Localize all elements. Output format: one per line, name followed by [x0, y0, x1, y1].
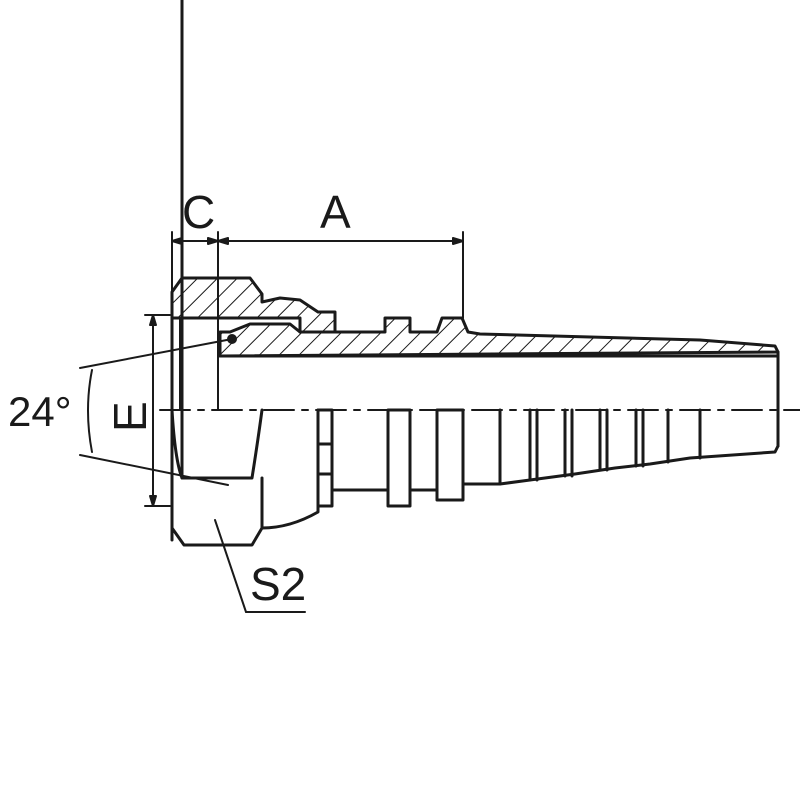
label-s2: S2 [250, 558, 306, 610]
bore-lines [179, 317, 219, 411]
label-a: A [320, 186, 351, 238]
label-angle: 24° [8, 388, 72, 435]
label-e: E [104, 401, 156, 432]
angle-24 [79, 338, 233, 486]
body-wall-section [218, 316, 780, 358]
dimension-e [144, 314, 171, 507]
hex-nut [170, 0, 320, 547]
body-lower-outline [316, 350, 780, 508]
s2-leader [214, 519, 306, 613]
label-c: C [182, 186, 215, 238]
